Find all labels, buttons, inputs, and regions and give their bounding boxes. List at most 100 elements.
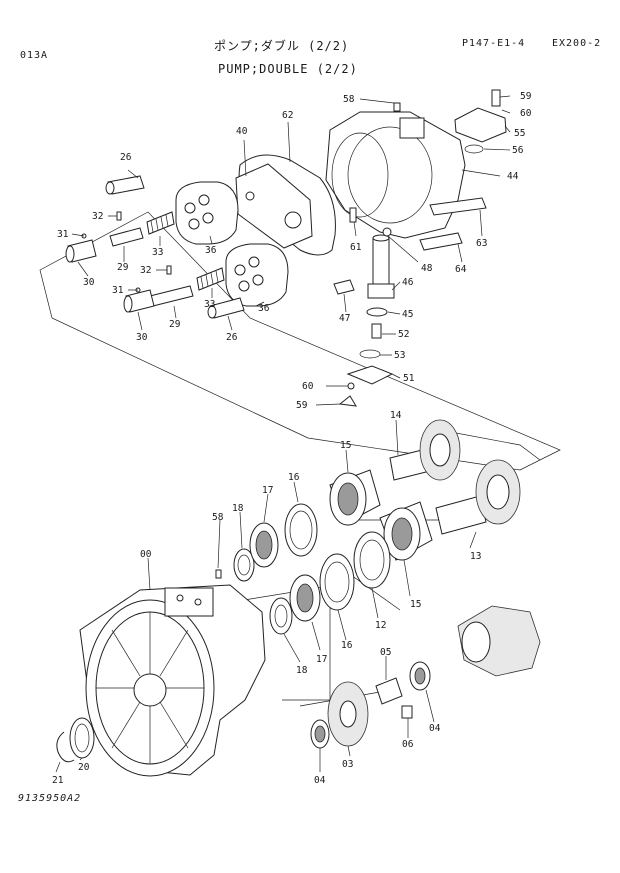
callout-label: 59 bbox=[296, 400, 308, 411]
callout-label: 52 bbox=[398, 329, 409, 340]
o-ring-45 bbox=[366, 307, 388, 317]
callout-label: 17 bbox=[262, 485, 273, 496]
callout-label: 30 bbox=[136, 332, 148, 343]
callout-label: 46 bbox=[402, 277, 414, 288]
page-reference: P147-E1-4 bbox=[462, 38, 526, 49]
callout-label: 55 bbox=[514, 128, 525, 139]
housing-bolt bbox=[194, 598, 202, 606]
bearing-race bbox=[414, 667, 426, 685]
cylinder-bore bbox=[234, 264, 246, 276]
leader-lines bbox=[55, 95, 511, 773]
drawing-number: 9135950A2 bbox=[18, 793, 82, 804]
callout-label: 60 bbox=[520, 108, 532, 119]
cylinder-bore bbox=[198, 194, 210, 206]
bolt-59-bottom bbox=[338, 395, 357, 407]
servo-piston-46 bbox=[372, 237, 390, 285]
callout-label: 60 bbox=[302, 381, 314, 392]
shaft-05 bbox=[375, 677, 403, 705]
title-japanese: ポンプ;ダブル (2/2) bbox=[214, 39, 350, 53]
pin-48 bbox=[382, 227, 392, 237]
pin-32-lower bbox=[166, 265, 172, 275]
callout-label: 44 bbox=[507, 171, 519, 182]
auxiliary-pump-face bbox=[461, 621, 491, 663]
callout-label: 03 bbox=[342, 759, 353, 770]
cylinder-bore bbox=[184, 202, 196, 214]
callout-label: 31 bbox=[112, 285, 124, 296]
callout-label: 05 bbox=[380, 647, 391, 658]
spring-33-upper bbox=[146, 211, 175, 235]
cover-51 bbox=[346, 365, 394, 385]
ring-inner bbox=[289, 510, 313, 550]
callout-label: 04 bbox=[314, 775, 326, 786]
callout-label: 00 bbox=[140, 549, 152, 560]
ring-inner bbox=[324, 561, 350, 603]
bearing-race bbox=[314, 725, 326, 743]
title-english: PUMP;DOUBLE (2/2) bbox=[218, 62, 358, 76]
port-plate-hole bbox=[284, 211, 302, 229]
collar-inner bbox=[237, 554, 251, 576]
callout-label: 17 bbox=[316, 654, 327, 665]
pump-head-port bbox=[399, 117, 425, 139]
callout-label: 30 bbox=[83, 277, 95, 288]
housing-ribs bbox=[96, 612, 204, 764]
gear-13-hub bbox=[486, 474, 510, 510]
bolt-63 bbox=[429, 197, 487, 216]
callout-label: 14 bbox=[390, 410, 402, 421]
callout-label: 06 bbox=[402, 739, 414, 750]
gear-14-hub bbox=[429, 433, 451, 467]
assembly-guide-box bbox=[39, 211, 561, 471]
cylinder-bore bbox=[248, 256, 260, 268]
spring-33-lower bbox=[196, 267, 225, 291]
callout-label: 58 bbox=[343, 94, 355, 105]
callout-label: 26 bbox=[120, 152, 132, 163]
pin-61 bbox=[349, 207, 357, 223]
callout-label: 12 bbox=[375, 620, 386, 631]
pin-32-upper bbox=[116, 211, 122, 221]
collar-18-lower bbox=[269, 597, 293, 635]
callout-label: 51 bbox=[403, 373, 415, 384]
callout-label: 16 bbox=[288, 472, 300, 483]
callout-label: 26 bbox=[226, 332, 238, 343]
ring-inner bbox=[359, 539, 385, 581]
bearing-race bbox=[255, 530, 273, 560]
spring-coil bbox=[150, 214, 169, 233]
callout-label: 29 bbox=[117, 262, 129, 273]
callout-label: 58 bbox=[212, 512, 224, 523]
callout-label: 40 bbox=[236, 126, 248, 137]
callout-label: 33 bbox=[204, 299, 215, 310]
callout-label: 56 bbox=[512, 145, 524, 156]
cylinder-bore bbox=[202, 212, 214, 224]
callout-label: 64 bbox=[455, 264, 467, 275]
callout-label: 18 bbox=[232, 503, 244, 514]
diagram-code: 013A bbox=[20, 50, 49, 61]
o-ring-56 bbox=[464, 144, 484, 154]
pump-head-44 bbox=[325, 111, 466, 239]
callout-label: 18 bbox=[296, 665, 308, 676]
key-06 bbox=[401, 705, 413, 719]
callout-label: 13 bbox=[470, 551, 481, 562]
bearing-race bbox=[391, 517, 413, 551]
bearing-race bbox=[296, 583, 314, 613]
cylinder-bore bbox=[188, 218, 200, 230]
pump-head-bore bbox=[347, 126, 433, 224]
sleeve-end bbox=[123, 295, 133, 313]
spool-29-upper bbox=[109, 227, 144, 247]
port-plate-hole bbox=[245, 191, 255, 201]
housing-bore bbox=[133, 673, 167, 707]
callout-label: 32 bbox=[92, 211, 103, 222]
o-ring-53 bbox=[359, 349, 381, 359]
cylinder-bore bbox=[252, 274, 264, 286]
gear-shaft-13 bbox=[435, 495, 487, 535]
pump-head-bore bbox=[331, 132, 389, 218]
cylinder-bore bbox=[238, 280, 250, 292]
callout-label: 20 bbox=[78, 762, 90, 773]
bolt-64 bbox=[419, 232, 463, 251]
bearing-race bbox=[337, 482, 359, 516]
callout-label: 62 bbox=[282, 110, 293, 121]
collar-inner bbox=[274, 604, 288, 628]
callout-label: 61 bbox=[350, 242, 362, 253]
callout-label: 47 bbox=[339, 313, 350, 324]
cover-55 bbox=[454, 107, 507, 143]
callout-label: 53 bbox=[394, 350, 405, 361]
spring-coil bbox=[200, 270, 219, 289]
